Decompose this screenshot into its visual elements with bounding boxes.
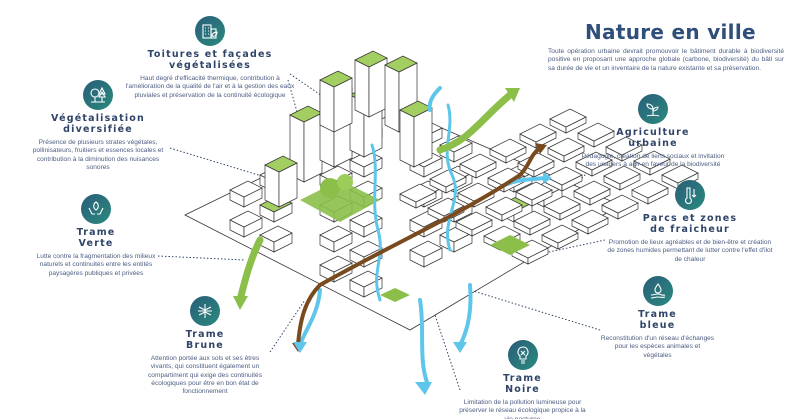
courtyard-block [549, 108, 587, 134]
theme-agriculture: Agriculture urbaine Pédagogie, création … [578, 94, 728, 170]
theme-title: Trame [185, 329, 225, 340]
theme-title: Végétalisation [51, 113, 145, 124]
water-hand-icon [642, 276, 673, 306]
theme-title: Trame [503, 373, 542, 384]
brown-arrow-down [296, 283, 322, 347]
green-spaces [300, 174, 530, 302]
green-corridor [236, 91, 514, 304]
brown-arrowhead-up [535, 143, 547, 154]
courtyard-block [571, 209, 609, 235]
low-building [409, 240, 443, 268]
theme-description: Lutte contre la fragmentation des milieu… [36, 253, 156, 277]
hands-leaf-icon [81, 194, 111, 224]
green-arrowhead-down [233, 296, 248, 310]
theme-description: Présence de plusieurs strates végétales,… [32, 139, 164, 171]
soil-insect-icon [190, 296, 220, 326]
intro-text: Toute opération urbaine devrait promouvo… [548, 48, 784, 72]
theme-description: Limitation de la pollution lumineuse pou… [459, 399, 586, 419]
courtyard-block [545, 166, 583, 192]
courtyard-block [489, 138, 527, 164]
courtyard-block [575, 151, 613, 177]
lightbulb-off-icon [507, 340, 538, 370]
brown-corridor [296, 146, 542, 347]
blue-arrow-down-2 [298, 288, 322, 347]
low-building [319, 225, 353, 253]
courtyard-block [485, 196, 523, 222]
theme-title-line2: bleue [639, 320, 676, 331]
theme-title: Parcs et zones [642, 213, 738, 224]
courtyard-block [399, 183, 437, 209]
leader-line-trame-verte [157, 255, 246, 261]
tower-building [399, 100, 433, 168]
courtyard-block [541, 224, 579, 250]
courtyard-block [631, 179, 669, 205]
green-arrow-down [236, 236, 264, 304]
page-title: Nature en ville [585, 20, 756, 44]
courtyard-block [515, 181, 553, 207]
theme-trame-noire: Trame Noire Limitation de la pollution l… [455, 340, 590, 419]
theme-description: Promotion de lieux agréables et de bien-… [607, 239, 773, 263]
theme-trame-bleue: Trame bleue Reconstitution d'un réseau d… [600, 276, 715, 360]
courtyard-block [455, 211, 493, 237]
theme-title: Trame [76, 227, 116, 238]
theme-parcs: Parcs et zones de fraicheur Promotion de… [605, 180, 775, 264]
blue-arrowhead-2 [293, 342, 307, 353]
green-arrow-up [436, 91, 514, 154]
courtyard-block [543, 195, 581, 221]
theme-description: Haut degré d'efficacité thermique, contr… [125, 75, 295, 99]
theme-trame-verte: Trame Verte Lutte contre la fragmentatio… [34, 194, 158, 278]
courtyard-block [605, 136, 643, 162]
tower-building [264, 155, 298, 208]
courtyard-block [459, 153, 497, 179]
blue-arrowhead-1 [415, 382, 432, 395]
low-building [229, 210, 263, 238]
courtyard-block [547, 137, 585, 163]
thermometer-icon [675, 180, 705, 210]
river-2 [445, 103, 457, 252]
theme-title-line2: diversifiée [63, 124, 133, 135]
courtyard-block [511, 239, 549, 265]
courtyard-block [573, 180, 611, 206]
tall-buildings [264, 50, 433, 208]
theme-description: Pédagogie, création de liens sociaux et … [581, 153, 725, 169]
river-1 [370, 143, 382, 302]
blue-arrow-up [427, 86, 442, 112]
theme-title-line2: de fraicheur [650, 224, 730, 235]
blue-arrow-down-1 [418, 298, 430, 387]
courtyard-block [577, 122, 615, 148]
theme-toitures: Toitures et façades végétalisées Haut de… [125, 16, 295, 100]
city-blocks [229, 108, 699, 298]
theme-title: Trame [638, 309, 677, 320]
tower-building [319, 70, 353, 133]
tower-building [354, 50, 388, 118]
theme-title: Agriculture [616, 127, 690, 138]
trees-icon [83, 80, 113, 110]
green-building-icon [195, 16, 225, 46]
blue-arrowhead-right [543, 172, 552, 184]
green-arrowhead-up [505, 88, 520, 102]
courtyard-block [513, 210, 551, 236]
theme-title-line2: végétalisées [169, 60, 251, 71]
theme-title-line2: urbaine [628, 138, 678, 149]
courtyard-block [603, 165, 641, 191]
blue-arrowhead-3 [453, 342, 467, 353]
theme-title-line2: Noire [505, 384, 540, 395]
blue-arrow-down-3 [458, 283, 473, 347]
theme-description: Attention portée aux sols et ses êtres v… [148, 355, 262, 396]
brown-arrow [318, 146, 542, 287]
low-building [229, 180, 263, 208]
courtyard-block [601, 194, 639, 220]
blue-corridors [298, 86, 547, 387]
theme-title-line2: Verte [78, 238, 114, 249]
theme-title: Toitures et façades [147, 49, 273, 60]
theme-vegetalisation: Végétalisation diversifiée Présence de p… [28, 80, 168, 172]
theme-title-line2: Brune [186, 340, 224, 351]
theme-description: Reconstitution d'un réseau d'échanges po… [600, 335, 715, 359]
leader-line-trame-bleue [469, 289, 601, 331]
sprout-icon [638, 94, 668, 124]
courtyard-block [633, 150, 671, 176]
theme-trame-brune: Trame Brune Attention portée aux sols et… [140, 296, 270, 396]
